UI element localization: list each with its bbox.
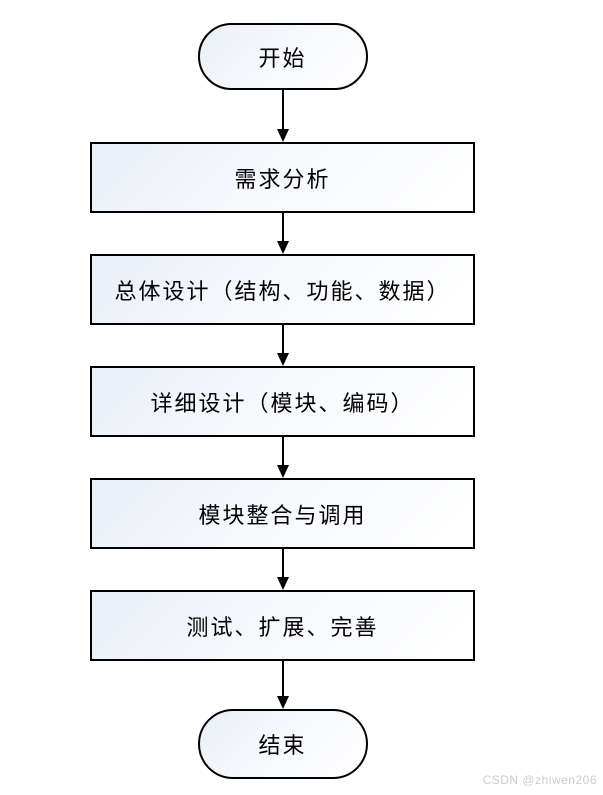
- node-detailed-design-label: 详细设计（模块、编码）: [150, 391, 415, 417]
- arrow-head-icon: [276, 353, 289, 366]
- flow-arrow: [276, 90, 290, 142]
- node-end: 结束: [197, 709, 368, 779]
- node-requirement-analysis-label: 需求分析: [234, 167, 331, 193]
- node-detailed-design: 详细设计（模块、编码）: [90, 366, 475, 437]
- node-overall-design: 总体设计（结构、功能、数据）: [90, 254, 475, 325]
- arrow-shaft: [281, 661, 284, 696]
- node-testing-improvement: 测试、扩展、完善: [90, 590, 475, 661]
- arrow-head-icon: [276, 465, 289, 478]
- arrow-shaft: [281, 437, 284, 465]
- node-start-label: 开始: [258, 46, 307, 72]
- node-module-integration-label: 模块整合与调用: [198, 503, 367, 529]
- arrow-shaft: [281, 549, 284, 577]
- arrow-head-icon: [276, 129, 289, 142]
- flow-arrow: [276, 437, 290, 478]
- flow-arrow: [276, 549, 290, 590]
- arrow-shaft: [281, 213, 284, 241]
- flow-arrow: [276, 661, 290, 709]
- arrow-shaft: [281, 325, 284, 353]
- node-overall-design-label: 总体设计（结构、功能、数据）: [114, 279, 451, 305]
- arrow-head-icon: [276, 241, 289, 254]
- flow-arrow: [276, 213, 290, 254]
- arrow-shaft: [281, 90, 284, 129]
- flowchart: 开始 需求分析 总体设计（结构、功能、数据） 详细设计（模块、编码）: [90, 23, 475, 779]
- node-testing-improvement-label: 测试、扩展、完善: [186, 615, 379, 641]
- arrow-head-icon: [276, 696, 289, 709]
- node-start: 开始: [197, 23, 368, 90]
- node-module-integration: 模块整合与调用: [90, 478, 475, 549]
- node-end-label: 结束: [258, 734, 307, 759]
- watermark: CSDN @zhiwen206: [482, 773, 597, 787]
- flow-arrow: [276, 325, 290, 366]
- arrow-head-icon: [276, 577, 289, 590]
- node-requirement-analysis: 需求分析: [90, 142, 475, 213]
